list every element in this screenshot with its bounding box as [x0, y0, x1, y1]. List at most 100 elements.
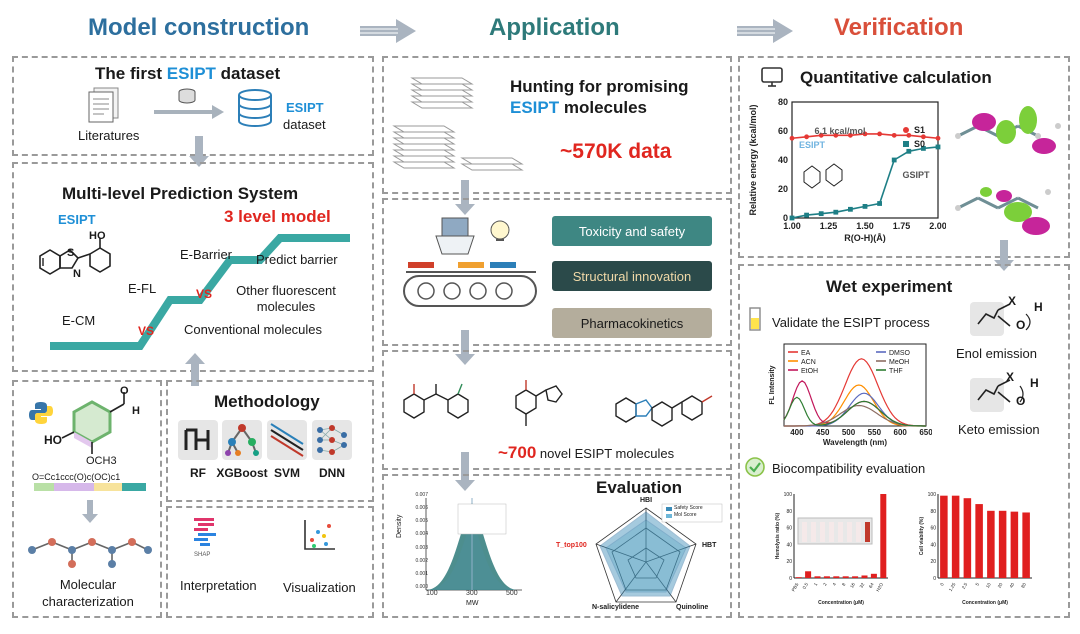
y-tick-label: 40 [786, 542, 792, 548]
density-xtick: 100 [426, 590, 438, 597]
esipt-dataset-label: ESIPT [286, 100, 324, 115]
down-arrow-icon [994, 240, 1014, 271]
legend-marker-s0 [903, 141, 909, 147]
radar-legend-safety: Safety Score [674, 505, 703, 511]
structural-innovation-button[interactable]: Structural innovation [552, 261, 712, 291]
decision-tree-icon [184, 428, 210, 450]
x-tick-label: 80 [1020, 582, 1027, 589]
tube [802, 522, 807, 542]
fl-series-thf [783, 396, 926, 427]
data-point-s1 [818, 132, 824, 138]
molecular-panel [12, 380, 162, 618]
density-ytick: 0.005 [415, 518, 428, 525]
data-point-s1 [862, 131, 868, 137]
pharmacokinetics-button[interactable]: Pharmacokinetics [552, 308, 712, 338]
x-axis-label: R(O-H)(Å) [844, 233, 885, 243]
tube [811, 522, 816, 542]
enol-h-label: H [1034, 300, 1043, 314]
x-tick-label: 8 [841, 582, 847, 587]
down-arrow-icon [455, 452, 475, 491]
screening-panel [382, 198, 732, 346]
data-point-s0 [862, 204, 868, 209]
bar [987, 510, 995, 578]
molecular-orbital-s1 [955, 106, 1061, 154]
y-tick-label: 60 [778, 126, 788, 136]
evaluation-panel [382, 474, 732, 618]
bar [795, 577, 802, 578]
radar-axis-quinoline: Quinoline [676, 604, 709, 611]
down-arrow-icon [189, 136, 209, 167]
svm-label: SVM [273, 466, 300, 480]
keto-o-label: O [1016, 394, 1026, 408]
legend-label: MeOH [889, 359, 909, 366]
smiles-string: O=Cc1ccc(O)c(OC)c1 [32, 472, 121, 482]
prediction-title: Multi-level Prediction System [62, 184, 299, 203]
radar-axis-n-salicylidene: N-salicylidene [592, 604, 640, 611]
level-model-label: 3 level model [224, 207, 331, 226]
y-tick-label: 100 [928, 492, 937, 498]
bar [805, 571, 812, 578]
x-tick-label: 4 [832, 582, 838, 587]
e-barrier-label: E-Barrier [180, 247, 233, 262]
radar-axis-hbi: HBI [640, 497, 653, 504]
bar [833, 576, 840, 578]
toxicity-safety-button[interactable]: Toxicity and safety [552, 216, 712, 246]
y-tick-label: 80 [930, 509, 936, 515]
bar [940, 495, 948, 578]
x-axis-label: Concentration (μM) [962, 600, 1008, 606]
y-axis-label: Hemolysis ratio (%) [775, 512, 781, 559]
density-ytick: 0.001 [415, 570, 428, 577]
bar [870, 573, 877, 578]
x-tick-label: 1.75 [893, 221, 911, 231]
aldehyde-h-label: H [132, 405, 140, 417]
x-tick-label: 1.50 [856, 221, 874, 231]
biocompatibility-label: Biocompatibility evaluation [772, 461, 926, 476]
x-tick-label: 450 [816, 428, 830, 437]
molecule-sketch [825, 163, 843, 187]
validate-label: Validate the ESIPT process [772, 315, 930, 330]
y-tick-label: 40 [778, 155, 788, 165]
x-tick-label: 0 [939, 582, 945, 587]
x-axis-label: Wavelength (nm) [823, 438, 887, 447]
density-xtick: 500 [506, 590, 518, 597]
molecule-oh-label: HO [89, 230, 106, 242]
data-point-s1 [848, 132, 853, 138]
annotation-gsipt: GSIPT [902, 170, 930, 180]
shap-icon [194, 518, 216, 546]
tube [820, 522, 825, 542]
wet-title: Wet experiment [826, 277, 953, 296]
novel-count-label: ~700 novel ESIPT molecules [498, 443, 675, 462]
y-tick-label: 40 [930, 542, 936, 548]
x-tick-label: 1.00 [783, 221, 801, 231]
data-point-s1 [906, 132, 912, 138]
x-tick-label: 400 [790, 428, 804, 437]
conventional-label: Conventional molecules [184, 322, 323, 337]
data-point-s1 [877, 131, 882, 137]
enol-x-label: X [1008, 294, 1017, 308]
checkmark-icon [745, 457, 765, 477]
tube [865, 522, 870, 542]
x-tick-label: 1 [813, 582, 819, 587]
rf-tile [178, 420, 218, 460]
quantitative-panel [738, 56, 1070, 258]
down-arrow-icon [455, 330, 475, 365]
x-tick-label: 500 [842, 428, 856, 437]
molecular-graph-icon [28, 538, 152, 568]
legend-label: DMSO [889, 350, 911, 357]
bar [842, 576, 849, 578]
data-point-s0 [921, 146, 926, 151]
literature-icon [88, 87, 119, 123]
density-ytick: 0.002 [415, 557, 428, 564]
annotation-barrier: 6.1 kcal/mol [814, 126, 865, 136]
data-point-s1 [935, 135, 941, 141]
molecule-n-label: N [73, 268, 81, 280]
furanone-molecule [515, 380, 563, 426]
legend-label-s1: S1 [914, 125, 925, 135]
header-application: Application [489, 14, 620, 41]
paper-stack-icon [392, 77, 524, 171]
x-axis-label: Concentration (μM) [818, 600, 864, 606]
